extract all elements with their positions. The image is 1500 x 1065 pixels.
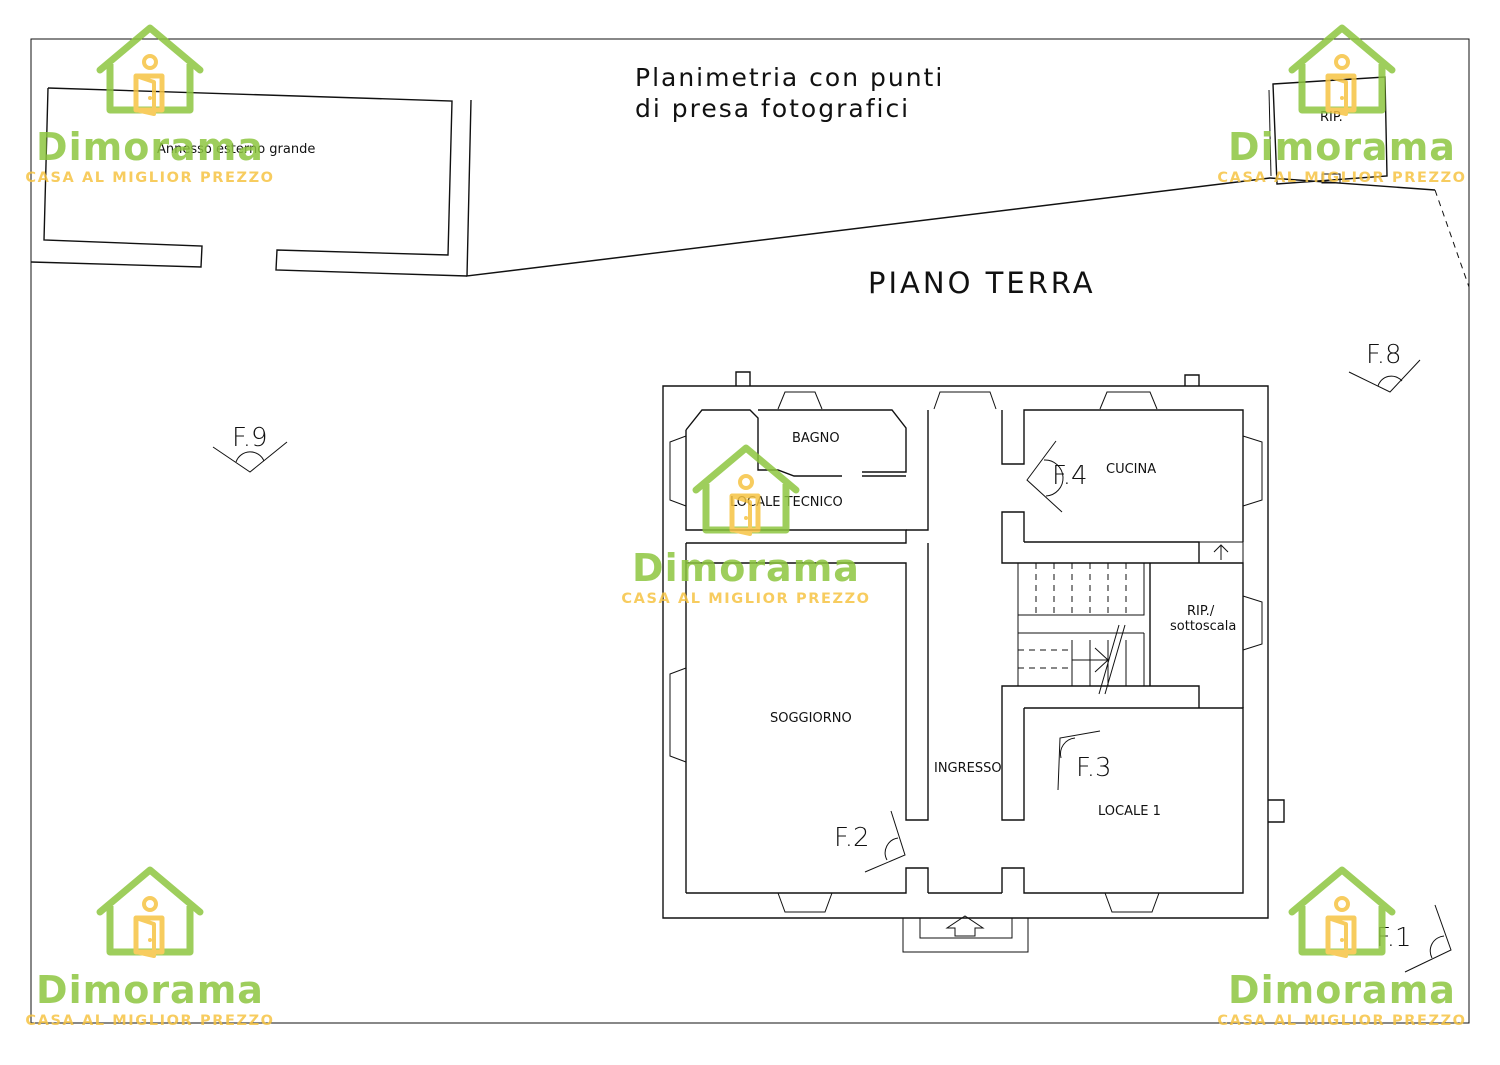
room-label-bagno: BAGNO xyxy=(792,431,840,446)
svg-text:F.4: F.4 xyxy=(1052,461,1088,491)
plan-title-line2: di presa fotografici xyxy=(635,94,910,123)
room-label-ingresso: INGRESSO xyxy=(934,761,1002,776)
watermark-center: Dimorama CASA AL MIGLIOR PREZZO xyxy=(621,448,870,607)
floor-label: PIANO TERRA xyxy=(868,266,1096,300)
watermark-bottom-right: Dimorama CASA AL MIGLIOR PREZZO xyxy=(1217,870,1466,1029)
svg-text:CASA AL MIGLIOR PREZZO: CASA AL MIGLIOR PREZZO xyxy=(621,591,870,607)
annex-large-outline xyxy=(30,87,468,277)
svg-text:Dimorama: Dimorama xyxy=(36,968,264,1012)
annex-large-label: Annesso esterno grande xyxy=(157,142,315,157)
photo-point-f8: F.8 xyxy=(1348,340,1421,393)
svg-text:CASA AL MIGLIOR PREZZO: CASA AL MIGLIOR PREZZO xyxy=(1217,1013,1466,1029)
watermark-bottom-left: Dimorama CASA AL MIGLIOR PREZZO xyxy=(25,870,274,1029)
room-label-cucina: CUCINA xyxy=(1106,462,1156,477)
building-walls xyxy=(662,371,1285,953)
svg-text:Dimorama: Dimorama xyxy=(632,546,860,590)
house-icon xyxy=(100,870,200,956)
svg-text:Dimorama: Dimorama xyxy=(1228,968,1456,1012)
svg-text:Dimorama: Dimorama xyxy=(36,125,264,169)
svg-text:Dimorama: Dimorama xyxy=(1228,125,1456,169)
photo-point-f4: F.4 xyxy=(1026,440,1088,513)
house-icon xyxy=(1292,28,1392,114)
house-icon xyxy=(100,28,200,114)
watermark-top-left: Dimorama CASA AL MIGLIOR PREZZO xyxy=(25,28,274,186)
svg-text:CASA AL MIGLIOR PREZZO: CASA AL MIGLIOR PREZZO xyxy=(1217,170,1466,186)
svg-text:F.3: F.3 xyxy=(1076,753,1112,783)
property-boundary xyxy=(466,99,1470,288)
annex-small-outline xyxy=(1268,76,1388,185)
sheet-frame xyxy=(30,38,1470,1024)
svg-text:F.8: F.8 xyxy=(1366,340,1402,370)
room-label-rip: RIP./ xyxy=(1187,604,1215,619)
svg-text:CASA AL MIGLIOR PREZZO: CASA AL MIGLIOR PREZZO xyxy=(25,170,274,186)
room-label-locale1: LOCALE 1 xyxy=(1098,804,1161,819)
svg-text:F.9: F.9 xyxy=(232,423,268,453)
photo-point-f2: F.2 xyxy=(834,810,906,873)
room-label-sottoscala: sottoscala xyxy=(1170,619,1236,634)
house-icon xyxy=(696,448,796,534)
svg-text:CASA AL MIGLIOR PREZZO: CASA AL MIGLIOR PREZZO xyxy=(25,1013,274,1029)
photo-point-f3: F.3 xyxy=(1057,730,1112,791)
plan-title-line1: Planimetria con punti xyxy=(635,63,944,92)
room-label-soggiorno: SOGGIORNO xyxy=(770,711,852,726)
watermark-top-right: Dimorama CASA AL MIGLIOR PREZZO xyxy=(1217,28,1466,186)
photo-point-f1: F.1 xyxy=(1376,904,1452,973)
photo-point-f9: F.9 xyxy=(212,423,288,473)
svg-text:F.2: F.2 xyxy=(834,823,870,853)
